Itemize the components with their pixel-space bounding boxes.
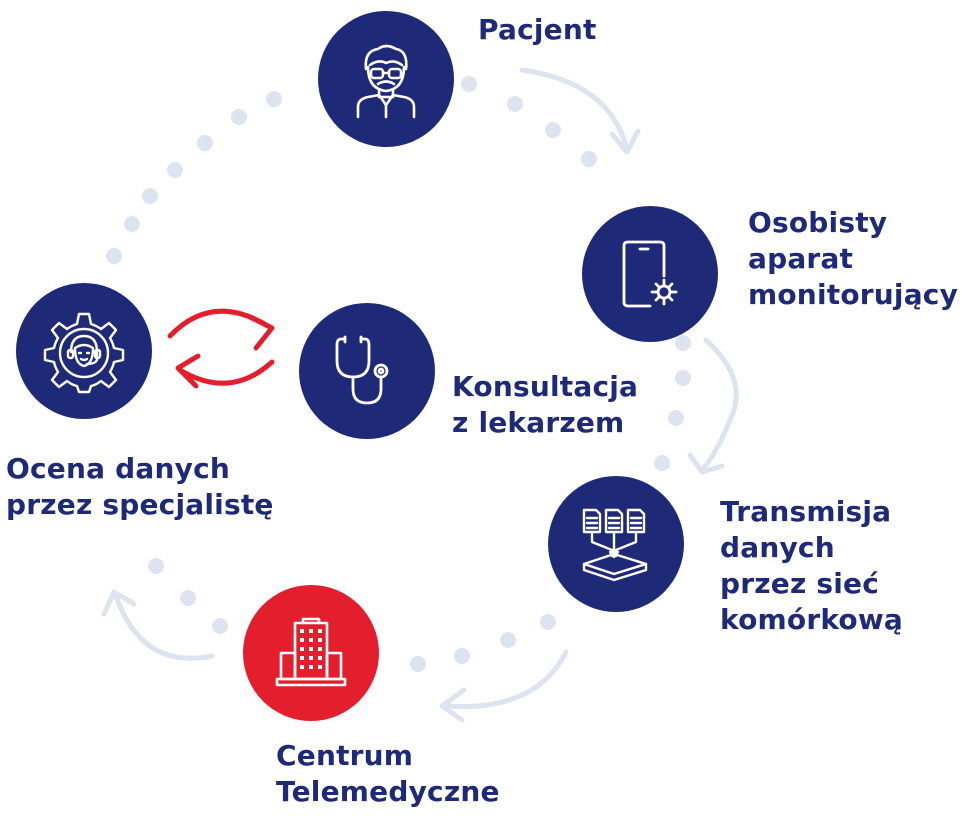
arrow-pacjent-to-aparat <box>519 67 629 149</box>
node-ocena <box>16 283 152 419</box>
label-transmisja: Transmisja danych przez sieć komórkową <box>720 495 903 636</box>
label-centrum: Centrum Telemedyczne <box>276 739 500 808</box>
node-pacjent <box>318 11 454 147</box>
node-aparat <box>582 206 718 342</box>
building-icon <box>275 617 347 687</box>
flow-arrows <box>101 67 739 723</box>
gear-operator-icon <box>43 312 125 394</box>
arrow-centrum-to-ocena <box>113 593 215 661</box>
node-konsultacja <box>299 303 435 439</box>
elderly-man-icon <box>356 44 416 119</box>
red-exchange-arrows <box>167 308 275 389</box>
dotted-cycle-ring <box>106 76 691 672</box>
stethoscope-icon <box>335 335 389 405</box>
arrow-transmisja-to-centrum <box>443 649 569 710</box>
label-aparat: Osobisty aparat monitorujący <box>748 206 959 311</box>
node-transmisja <box>548 476 684 612</box>
label-ocena: Ocena danych przez specjalistę <box>6 452 274 521</box>
label-konsultacja: Konsultacja z lekarzem <box>452 370 639 439</box>
tablet-gear-icon <box>622 240 678 308</box>
documents-upload-icon <box>582 508 648 582</box>
arrow-aparat-to-transmisja <box>701 337 739 471</box>
label-pacjent: Pacjent <box>478 13 597 46</box>
node-centrum <box>243 585 379 721</box>
